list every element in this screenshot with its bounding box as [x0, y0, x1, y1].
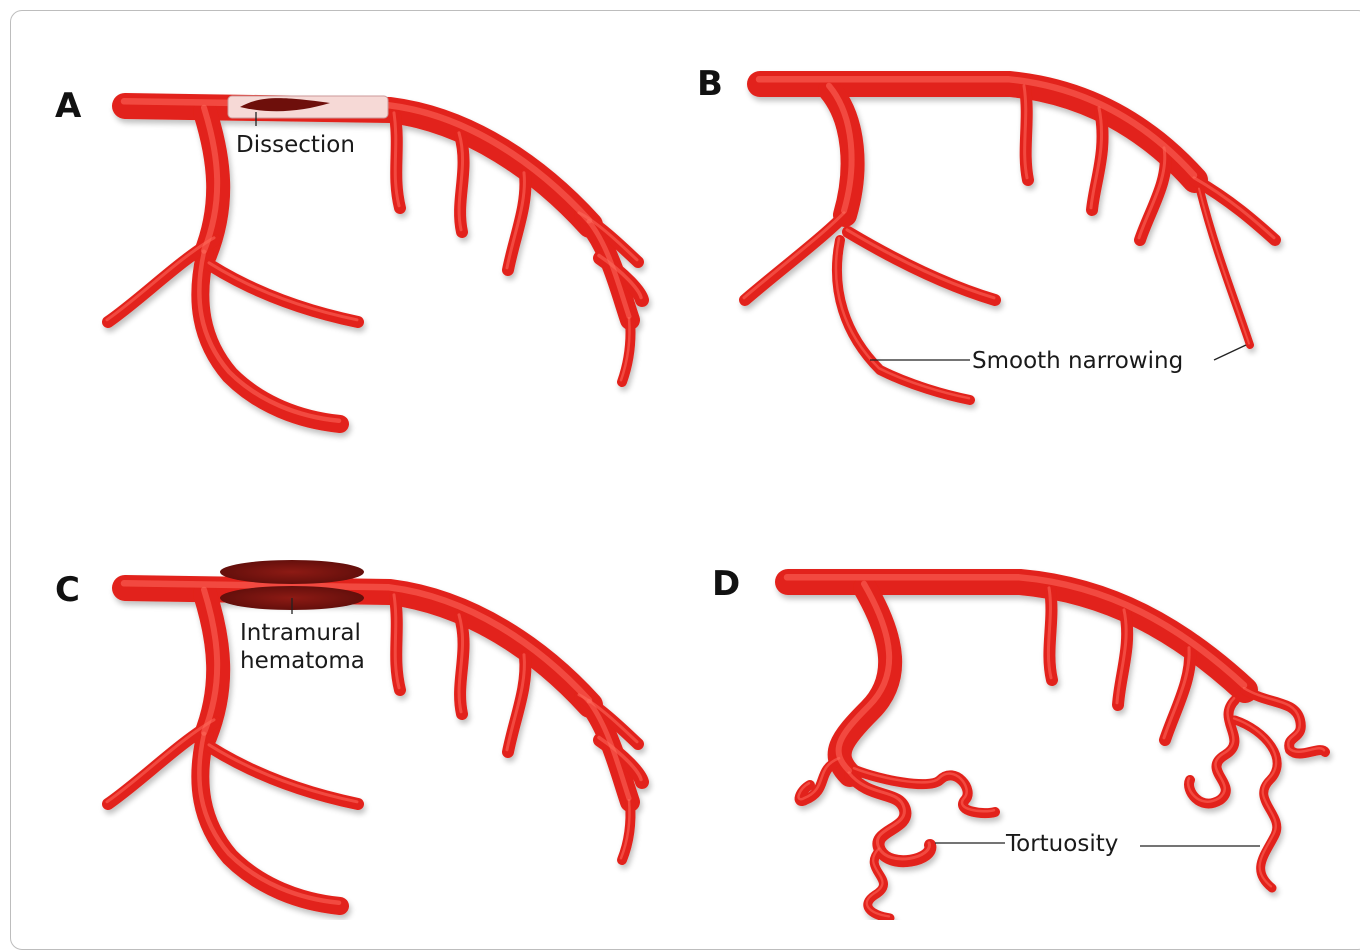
- panel-a-letter: A: [55, 86, 82, 126]
- panel-d-artery: [787, 577, 1325, 918]
- panel-c-artery: [107, 583, 642, 906]
- panel-d-letter: D: [712, 564, 740, 604]
- panel-c: C Intramural hematoma: [55, 560, 642, 906]
- hematoma-label-line1: Intramural: [240, 620, 361, 646]
- vessel-segment: [1245, 690, 1325, 754]
- panel-a: A Dissection: [55, 86, 642, 424]
- vessel-highlight: [744, 213, 844, 298]
- dissection-label: Dissection: [236, 132, 355, 158]
- hematoma-label-line2: hematoma: [240, 648, 365, 674]
- narrowing-leader-right: [1214, 345, 1246, 360]
- panel-d: D Tortuosity: [712, 564, 1325, 918]
- vessel-segment: [200, 255, 340, 424]
- panel-c-letter: C: [55, 570, 80, 610]
- coronary-artery-figure: A Dissection B: [0, 0, 1360, 920]
- smooth-narrowing-label: Smooth narrowing: [972, 348, 1183, 374]
- panel-a-artery: [107, 101, 642, 424]
- vessel-segment: [200, 737, 340, 906]
- vessel-highlight: [1024, 86, 1027, 178]
- panel-b-letter: B: [697, 64, 723, 104]
- tortuosity-label: Tortuosity: [1005, 831, 1118, 857]
- panel-b: B Smooth narrowing: [697, 64, 1275, 400]
- hematoma-upper: [220, 560, 364, 584]
